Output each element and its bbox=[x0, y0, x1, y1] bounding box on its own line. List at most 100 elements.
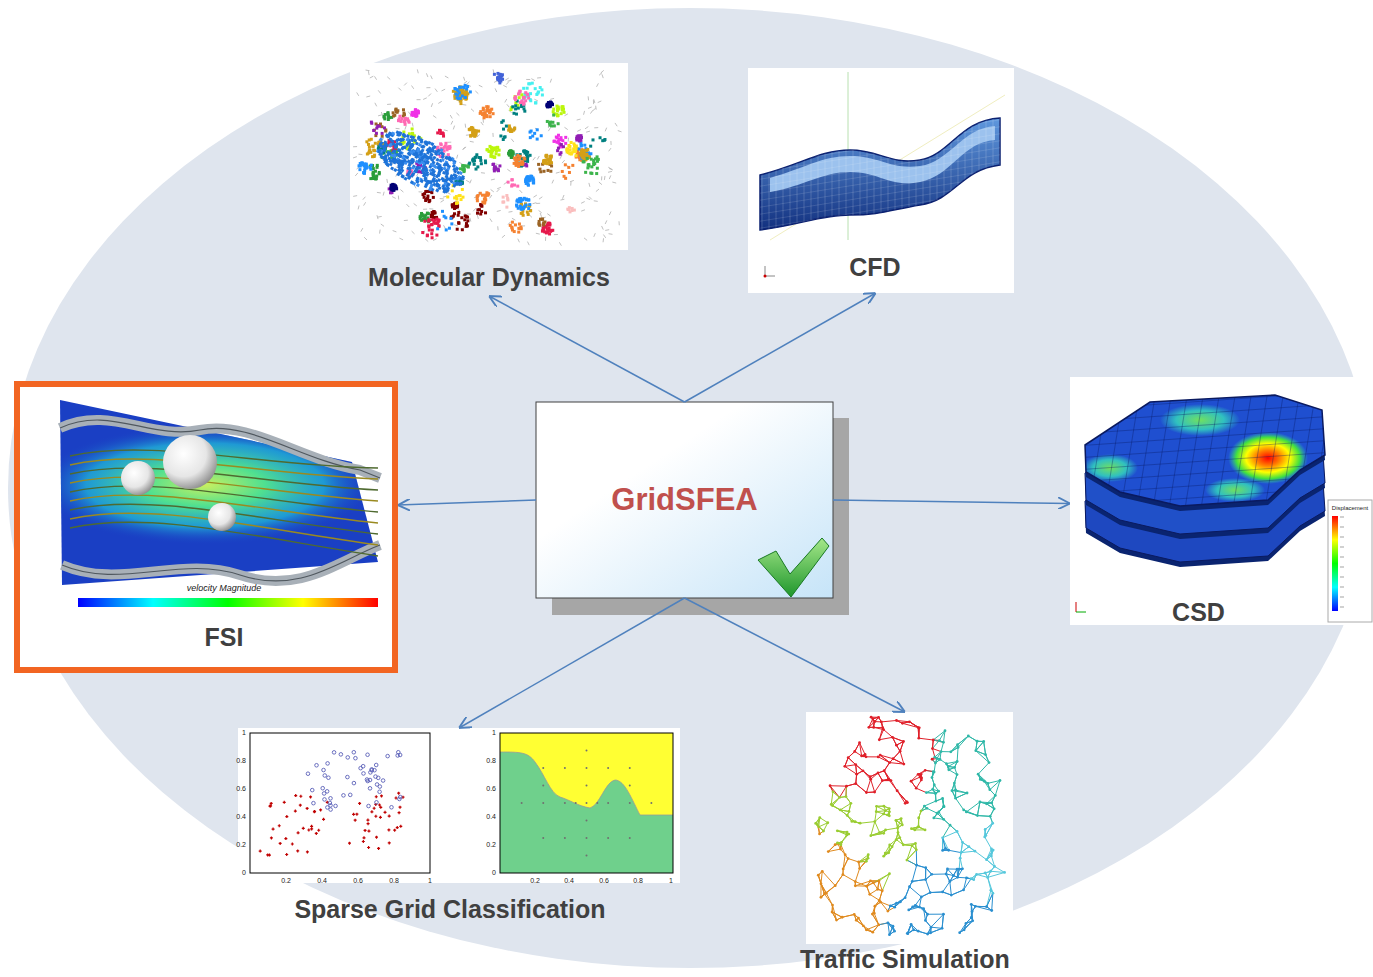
molecular-dynamics-picture bbox=[373, 175, 376, 178]
molecular-dynamics-picture bbox=[515, 113, 518, 116]
molecular-dynamics-picture bbox=[571, 207, 574, 210]
molecular-dynamics-picture bbox=[434, 151, 438, 155]
molecular-dynamics-picture bbox=[394, 144, 398, 148]
molecular-dynamics-picture bbox=[443, 182, 447, 186]
molecular-dynamics-picture bbox=[422, 164, 426, 168]
molecular-dynamics-picture bbox=[395, 159, 399, 163]
molecular-dynamics-picture bbox=[491, 155, 494, 158]
molecular-dynamics-picture bbox=[454, 174, 458, 178]
molecular-dynamics-picture bbox=[532, 181, 535, 184]
molecular-dynamics-picture bbox=[388, 143, 392, 147]
molecular-dynamics-picture bbox=[523, 96, 526, 99]
molecular-dynamics-picture bbox=[431, 168, 435, 172]
molecular-dynamics-picture bbox=[590, 110, 592, 113]
molecular-dynamics-picture bbox=[431, 229, 434, 232]
molecular-dynamics-picture bbox=[536, 203, 540, 204]
molecular-dynamics-picture bbox=[491, 163, 494, 166]
molecular-dynamics-picture bbox=[515, 204, 518, 207]
molecular-dynamics-picture bbox=[390, 187, 393, 190]
molecular-dynamics-picture bbox=[415, 114, 418, 117]
molecular-dynamics-picture bbox=[394, 144, 398, 148]
molecular-dynamics-picture bbox=[375, 103, 377, 107]
molecular-dynamics-picture bbox=[515, 161, 518, 164]
molecular-dynamics-picture bbox=[485, 191, 488, 194]
molecular-dynamics-picture bbox=[392, 197, 396, 199]
molecular-dynamics-picture bbox=[463, 147, 466, 149]
molecular-dynamics-picture bbox=[395, 187, 398, 190]
molecular-dynamics-picture bbox=[378, 216, 382, 218]
molecular-dynamics-picture bbox=[378, 90, 380, 93]
molecular-dynamics-picture bbox=[471, 127, 474, 130]
molecular-dynamics-picture bbox=[502, 128, 505, 131]
molecular-dynamics-picture bbox=[583, 160, 586, 163]
molecular-dynamics-picture bbox=[450, 176, 454, 180]
molecular-dynamics-picture bbox=[402, 108, 405, 111]
molecular-dynamics-picture bbox=[433, 165, 437, 169]
molecular-dynamics-picture bbox=[444, 225, 446, 229]
molecular-dynamics-picture bbox=[505, 206, 508, 209]
molecular-dynamics-picture bbox=[534, 101, 537, 104]
molecular-dynamics-picture bbox=[559, 242, 561, 245]
molecular-dynamics-picture bbox=[475, 168, 478, 171]
molecular-dynamics-picture bbox=[378, 148, 382, 152]
molecular-dynamics-picture bbox=[452, 164, 456, 168]
molecular-dynamics-picture bbox=[558, 138, 561, 141]
cfd-picture bbox=[755, 70, 1005, 235]
molecular-dynamics-picture bbox=[402, 133, 406, 137]
molecular-dynamics-picture bbox=[588, 183, 590, 187]
molecular-dynamics-picture bbox=[527, 213, 530, 216]
molecular-dynamics-picture bbox=[433, 239, 437, 241]
molecular-dynamics-picture bbox=[601, 176, 602, 180]
molecular-dynamics-picture bbox=[503, 136, 506, 139]
molecular-dynamics-picture bbox=[508, 152, 511, 155]
molecular-dynamics-picture bbox=[473, 135, 476, 138]
molecular-dynamics-picture bbox=[480, 204, 483, 207]
molecular-dynamics-picture bbox=[460, 198, 463, 201]
molecular-dynamics-picture bbox=[543, 170, 546, 173]
molecular-dynamics-picture bbox=[495, 149, 498, 152]
molecular-dynamics-picture bbox=[428, 94, 431, 97]
molecular-dynamics-picture bbox=[563, 175, 566, 178]
molecular-dynamics-picture bbox=[522, 87, 525, 90]
molecular-dynamics-picture bbox=[486, 148, 489, 151]
molecular-dynamics-picture bbox=[435, 89, 437, 92]
molecular-dynamics-picture bbox=[370, 121, 373, 124]
molecular-dynamics-picture bbox=[428, 187, 432, 191]
molecular-dynamics-picture bbox=[458, 86, 461, 89]
molecular-dynamics-picture bbox=[603, 139, 606, 142]
molecular-dynamics-picture bbox=[512, 218, 515, 220]
molecular-dynamics-picture bbox=[419, 138, 423, 142]
molecular-dynamics-picture bbox=[490, 195, 492, 198]
molecular-dynamics-picture bbox=[391, 183, 394, 186]
molecular-dynamics-picture bbox=[437, 172, 441, 176]
molecular-dynamics-picture bbox=[484, 194, 487, 197]
molecular-dynamics-picture bbox=[528, 203, 531, 206]
molecular-dynamics-picture bbox=[441, 155, 445, 159]
molecular-dynamics-picture bbox=[368, 120, 473, 205]
molecular-dynamics-picture bbox=[506, 198, 509, 201]
molecular-dynamics-picture bbox=[417, 110, 420, 113]
cfd-picture bbox=[916, 100, 917, 235]
molecular-dynamics-picture bbox=[418, 159, 422, 163]
molecular-dynamics-picture bbox=[520, 99, 523, 102]
cfd-picture bbox=[909, 100, 910, 235]
molecular-dynamics-picture bbox=[479, 213, 482, 216]
molecular-dynamics-picture bbox=[561, 170, 564, 173]
background-ellipse bbox=[8, 8, 1372, 968]
molecular-dynamics-picture bbox=[536, 128, 539, 131]
cfd-picture bbox=[762, 100, 763, 235]
molecular-dynamics-picture bbox=[461, 164, 464, 167]
molecular-dynamics-picture bbox=[444, 189, 448, 193]
molecular-dynamics-picture bbox=[452, 167, 456, 171]
cfd-picture bbox=[748, 68, 1014, 293]
molecular-dynamics-picture bbox=[396, 109, 399, 112]
molecular-dynamics-picture bbox=[546, 162, 549, 165]
molecular-dynamics-picture bbox=[549, 156, 552, 159]
molecular-dynamics-picture bbox=[432, 196, 435, 199]
molecular-dynamics-picture bbox=[552, 140, 555, 143]
molecular-dynamics-picture bbox=[357, 92, 359, 95]
molecular-dynamics-picture bbox=[416, 183, 420, 187]
molecular-dynamics-picture bbox=[522, 107, 525, 110]
cfd-picture bbox=[881, 100, 882, 235]
molecular-dynamics-picture bbox=[588, 96, 589, 100]
